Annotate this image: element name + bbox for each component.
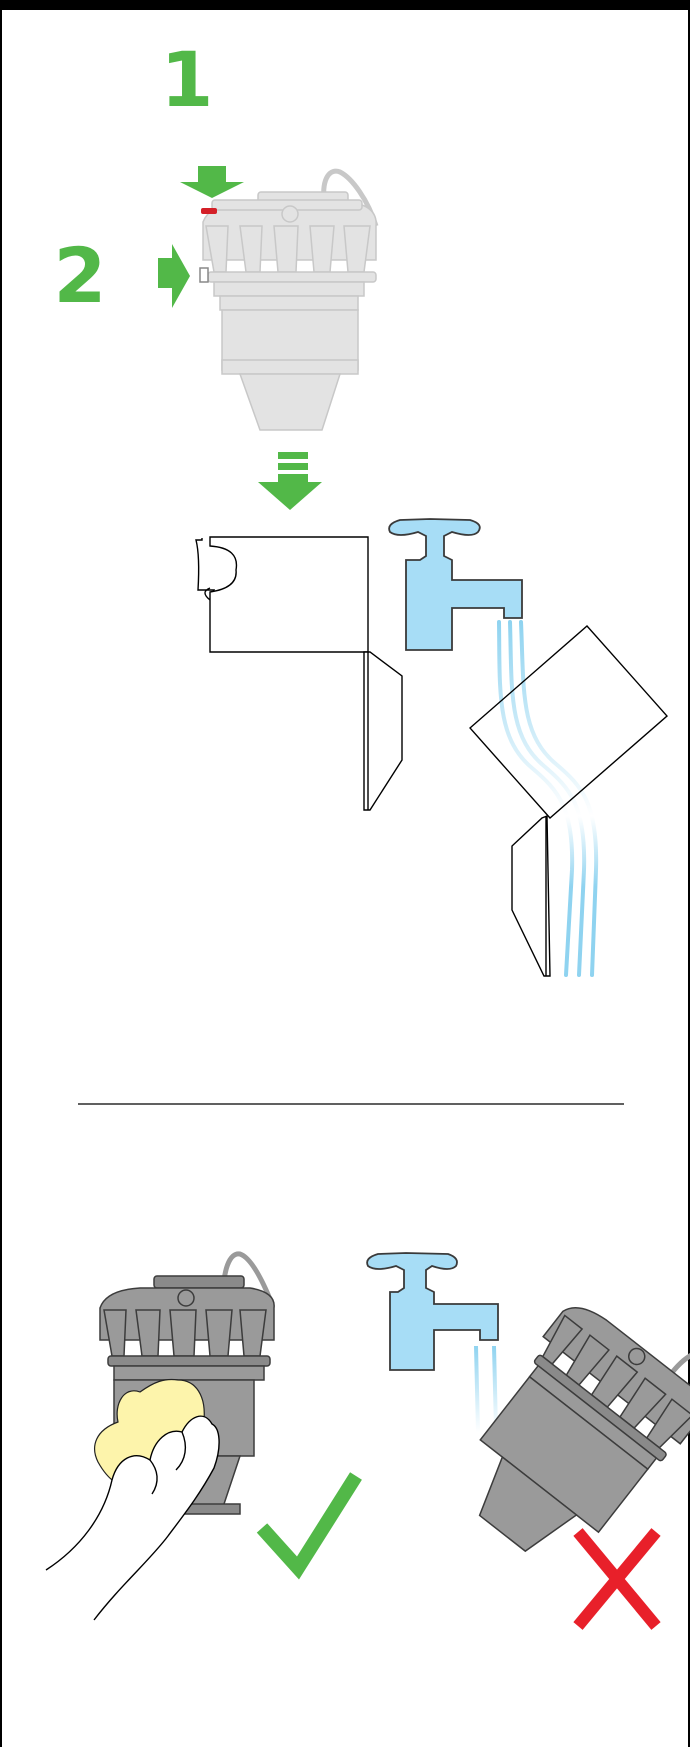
tap-icon: [388, 518, 523, 651]
step-number-1: 1: [161, 35, 214, 124]
top-border: [0, 0, 690, 10]
hand-icon: [45, 1415, 220, 1621]
tilted-bin-outline: [469, 625, 668, 819]
cross-icon: [573, 1528, 661, 1630]
tilted-base-outline: [511, 814, 551, 977]
step-number-2: 2: [54, 231, 107, 320]
water-stream-icon: [474, 1345, 498, 1446]
arrow-down-icon: [180, 166, 244, 198]
bin-assembly-illustration: [199, 168, 379, 431]
arrow-down-icon: [258, 452, 322, 510]
tap-icon: [366, 1252, 499, 1371]
water-stream-icon: [497, 620, 599, 977]
tilted-bin-dark-illustration: [478, 1307, 690, 1553]
base-section-outline: [363, 651, 403, 811]
bin-section-outline: [195, 536, 369, 653]
checkmark-icon: [256, 1472, 362, 1580]
arrow-right-icon: [158, 244, 190, 308]
release-button-icon: [201, 208, 217, 214]
